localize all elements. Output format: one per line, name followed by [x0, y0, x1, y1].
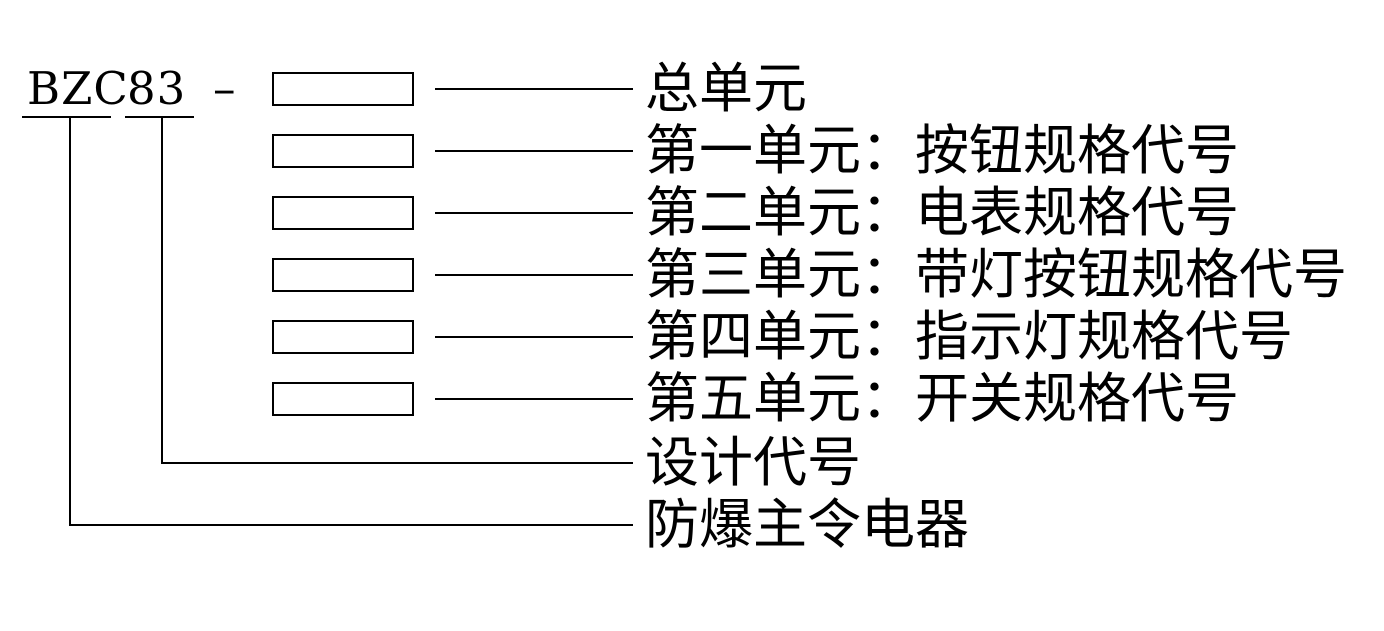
unit-code-box-1 — [272, 72, 414, 106]
code-separator-dash: – — [213, 62, 237, 115]
unit-label-main: 总单元 — [645, 57, 807, 120]
unit-label-4: 第四单元：指示灯规格代号 — [645, 305, 1293, 368]
unit-label-2: 第二单元：电表规格代号 — [645, 181, 1239, 244]
unit-code-box-2 — [272, 134, 414, 168]
design-underline — [125, 116, 194, 118]
connector-line-5 — [435, 336, 633, 338]
prefix-leader-vertical — [69, 116, 71, 526]
unit-label-1: 第一单元：按钮规格代号 — [645, 119, 1239, 182]
unit-code-box-4 — [272, 258, 414, 292]
unit-code-box-6 — [272, 382, 414, 416]
design-leader-horizontal — [161, 462, 633, 464]
connector-line-1 — [435, 88, 633, 90]
unit-label-3: 第三单元：带灯按钮规格代号 — [645, 243, 1347, 306]
design-leader-vertical — [161, 116, 163, 464]
connector-line-6 — [435, 398, 633, 400]
unit-code-box-5 — [272, 320, 414, 354]
connector-line-2 — [435, 150, 633, 152]
product-family-label: 防爆主令电器 — [645, 493, 969, 556]
design-code-label: 设计代号 — [645, 431, 861, 494]
prefix-leader-horizontal — [69, 524, 633, 526]
unit-code-box-3 — [272, 196, 414, 230]
unit-label-5: 第五单元：开关规格代号 — [645, 367, 1239, 430]
connector-line-4 — [435, 274, 633, 276]
prefix-underline — [22, 116, 111, 118]
connector-line-3 — [435, 212, 633, 214]
design-number-text: 83 — [127, 62, 187, 115]
model-prefix-text: BZC — [27, 62, 129, 115]
